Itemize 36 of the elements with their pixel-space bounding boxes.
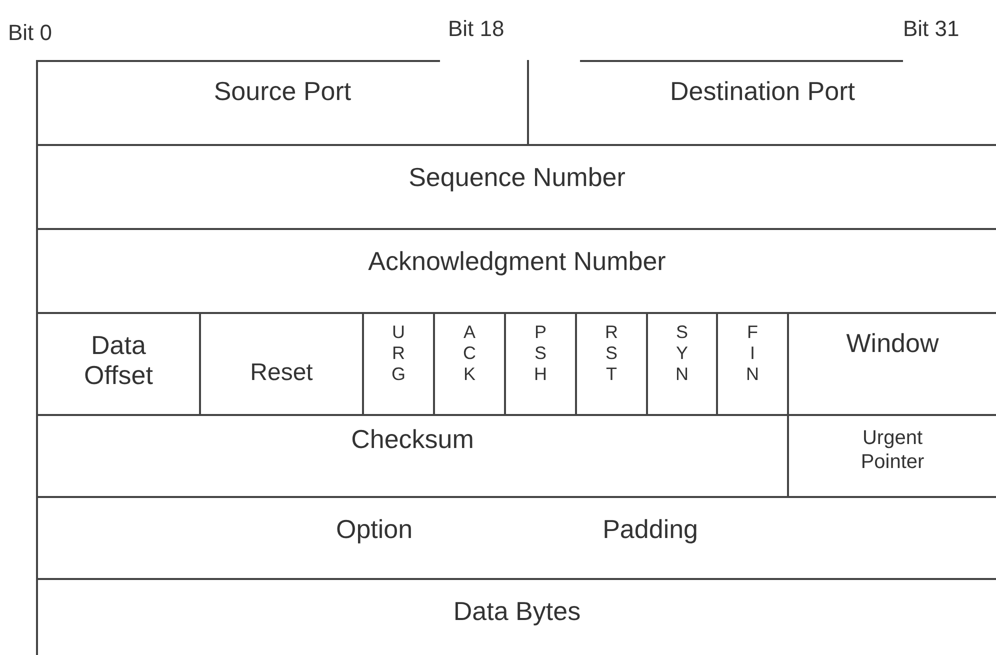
header-field bbox=[36, 578, 996, 655]
header-field bbox=[362, 312, 433, 414]
field-label: Data Bytes bbox=[453, 596, 581, 626]
field-label: Acknowledgment Number bbox=[368, 246, 666, 276]
header-field bbox=[36, 228, 996, 312]
header-field bbox=[36, 144, 996, 228]
field-label: R S T bbox=[604, 322, 618, 385]
field-label: U R G bbox=[392, 322, 406, 385]
header-field bbox=[646, 312, 716, 414]
bit-position-label: Bit 0 bbox=[8, 20, 52, 46]
field-label: Data Offset bbox=[83, 330, 154, 390]
field-label: Window bbox=[846, 328, 939, 358]
field-label: Source Port bbox=[214, 76, 352, 106]
field-label: P S H bbox=[534, 322, 548, 385]
header-field bbox=[716, 312, 787, 414]
field-label: Padding bbox=[602, 514, 698, 544]
field-label: Reset bbox=[250, 358, 313, 388]
bit-position-label: Bit 18 bbox=[448, 16, 504, 42]
field-label: F I N bbox=[746, 322, 760, 385]
header-field bbox=[36, 312, 199, 414]
field-label: Destination Port bbox=[670, 76, 855, 106]
header-field bbox=[504, 312, 575, 414]
header-field bbox=[787, 414, 996, 496]
header-field bbox=[36, 496, 996, 578]
header-field bbox=[199, 312, 362, 414]
field-label: Option bbox=[336, 514, 413, 544]
field-label: Checksum bbox=[351, 424, 474, 454]
bit-position-label: Bit 31 bbox=[903, 16, 960, 42]
field-label: S Y N bbox=[675, 322, 689, 385]
field-label: A C K bbox=[462, 322, 476, 385]
header-field bbox=[36, 414, 787, 496]
field-label: Sequence Number bbox=[408, 162, 626, 192]
header-field bbox=[575, 312, 646, 414]
header-field bbox=[787, 312, 996, 414]
header-field bbox=[433, 312, 504, 414]
field-label: Urgent Pointer bbox=[860, 426, 926, 474]
